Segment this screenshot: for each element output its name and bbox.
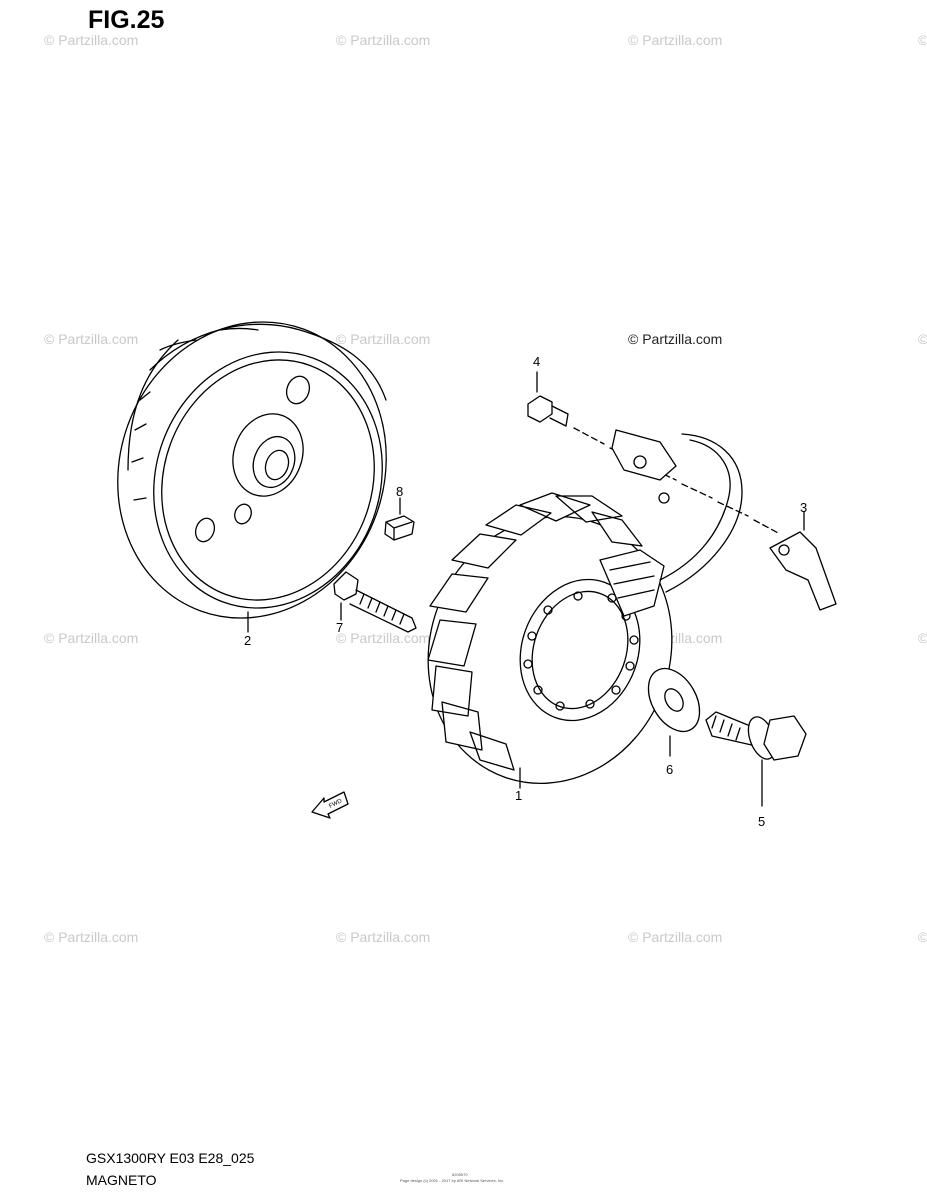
watermark: © Partzilla.com	[44, 929, 139, 945]
key-part-8	[384, 497, 415, 541]
watermark: © Partzilla.com	[336, 630, 431, 646]
watermark: © Partzilla.com	[628, 929, 723, 945]
forward-arrow-icon	[311, 791, 349, 819]
section-name: MAGNETO	[86, 1172, 157, 1188]
callout-1: 1	[515, 788, 523, 803]
callout-5: 5	[758, 814, 766, 829]
watermark: © Partzilla.com	[628, 32, 723, 48]
watermark: ©	[918, 630, 927, 646]
callout-2: 2	[244, 633, 252, 648]
watermark: © Partzilla.com	[336, 929, 431, 945]
callout-8: 8	[396, 484, 404, 499]
watermark: © Partzilla.com	[336, 331, 431, 347]
rotor-part-2	[117, 321, 387, 633]
model-code: GSX1300RY E03 E28_025	[86, 1150, 255, 1166]
callout-7: 7	[336, 620, 344, 635]
watermark: ©	[918, 32, 927, 48]
stator-part-1	[427, 433, 743, 789]
callout-4: 4	[533, 354, 541, 369]
watermark: © Partzilla.com	[44, 32, 139, 48]
washer-part-6	[647, 667, 701, 757]
clamp-part-3	[611, 429, 837, 611]
fwd-label: FWD	[328, 798, 344, 810]
callout-6: 6	[666, 762, 674, 777]
watermark: © Partzilla.com	[44, 331, 139, 347]
callout-3: 3	[800, 500, 808, 515]
fine-print-id: 6205570	[452, 1172, 468, 1177]
watermark: © Partzilla.com	[44, 630, 139, 646]
fine-print-copyright: Page design (c) 2001 - 2017 by ARI Netwo…	[400, 1178, 505, 1183]
watermark: ©	[918, 929, 927, 945]
figure-title: FIG.25	[88, 6, 165, 34]
watermark: © Partzilla.com	[336, 32, 431, 48]
watermark: ©	[918, 331, 927, 347]
bolt-part-5	[705, 711, 807, 807]
copyright-label: © Partzilla.com	[628, 331, 723, 347]
screw-part-7	[333, 571, 417, 633]
